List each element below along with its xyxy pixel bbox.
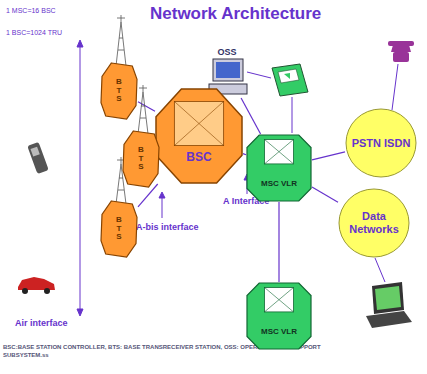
bts-station: BTS xyxy=(122,130,160,188)
link-line xyxy=(312,187,338,202)
car xyxy=(18,277,55,294)
bts-station: BTS xyxy=(100,62,138,120)
link-line xyxy=(278,202,279,282)
diagram-title: Network Architecture xyxy=(150,4,321,24)
msc-switch-outline xyxy=(246,134,312,202)
range-arrow xyxy=(77,40,83,316)
ratio-note: 1 BSC=1024 TRU xyxy=(5,29,63,36)
network-circle-label: Data Networks xyxy=(342,210,406,235)
interface-label: A-bis interface xyxy=(135,222,200,232)
link-line xyxy=(312,152,345,160)
bts-station-label: BTS xyxy=(115,78,123,104)
network-circle: Data Networks xyxy=(338,188,410,258)
bts-station: BTS xyxy=(100,200,138,258)
interface-label: Air interface xyxy=(14,318,69,328)
oss-terminal-label: OSS xyxy=(217,47,236,57)
msc-switch-label: MSC VLR xyxy=(261,179,297,188)
bts-station-label: BTS xyxy=(137,146,145,172)
network-circle-label: PSTN ISDN xyxy=(352,137,411,150)
msc-switch: MSC VLR xyxy=(246,282,312,350)
msc-switch-outline xyxy=(246,282,312,350)
ratio-note: 1 MSC=16 BSC xyxy=(5,7,57,14)
network-circle: PSTN ISDN xyxy=(345,108,417,178)
msc-switch: MSC VLR xyxy=(246,134,312,202)
msc-switch-label: MSC VLR xyxy=(261,327,297,336)
link-line xyxy=(243,154,246,155)
bsc-controller-outline xyxy=(155,88,243,184)
laptop xyxy=(366,282,412,328)
printer xyxy=(272,64,308,96)
telephone xyxy=(388,41,414,62)
bsc-controller-label: BSC xyxy=(186,151,211,165)
link-line xyxy=(241,98,261,134)
bts-station-label: BTS xyxy=(115,216,123,242)
bsc-controller: BSC xyxy=(155,88,243,184)
mobile-phone xyxy=(27,142,49,174)
